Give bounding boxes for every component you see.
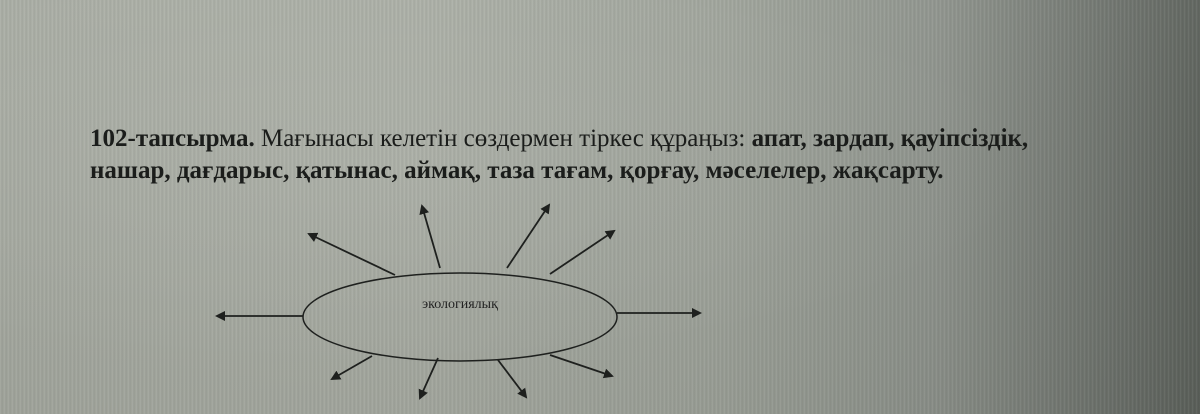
arrow-top-right (506, 203, 551, 269)
task-line-2: нашар, дағдарыс, қатынас, аймақ, таза та… (90, 155, 1200, 187)
arrow-upper-left (307, 232, 396, 276)
arrow-bottom (418, 357, 439, 400)
arrow-top (419, 204, 441, 269)
task-instruction: Мағынасы келетін сөздермен тіркес құраңы… (254, 125, 752, 152)
task-number: 102-тапсырма. (90, 125, 255, 152)
arrow-upper-right (549, 229, 616, 275)
task-words-line-2: нашар, дағдарыс, қатынас, аймақ, таза та… (90, 157, 944, 184)
task-line-1: 102-тапсырма. Мағынасы келетін сөздермен… (90, 123, 1200, 155)
arrow-bottom-right (497, 359, 528, 399)
task-words-line-1: апат, зардап, қауіпсіздік, (751, 125, 1029, 152)
arrow-lower-left (330, 355, 373, 380)
task-text: 102-тапсырма. Мағынасы келетін сөздермен… (90, 123, 1200, 187)
center-label: экологиялық (422, 297, 498, 312)
arrow-lower-right (549, 354, 614, 379)
center-ellipse (302, 272, 618, 362)
